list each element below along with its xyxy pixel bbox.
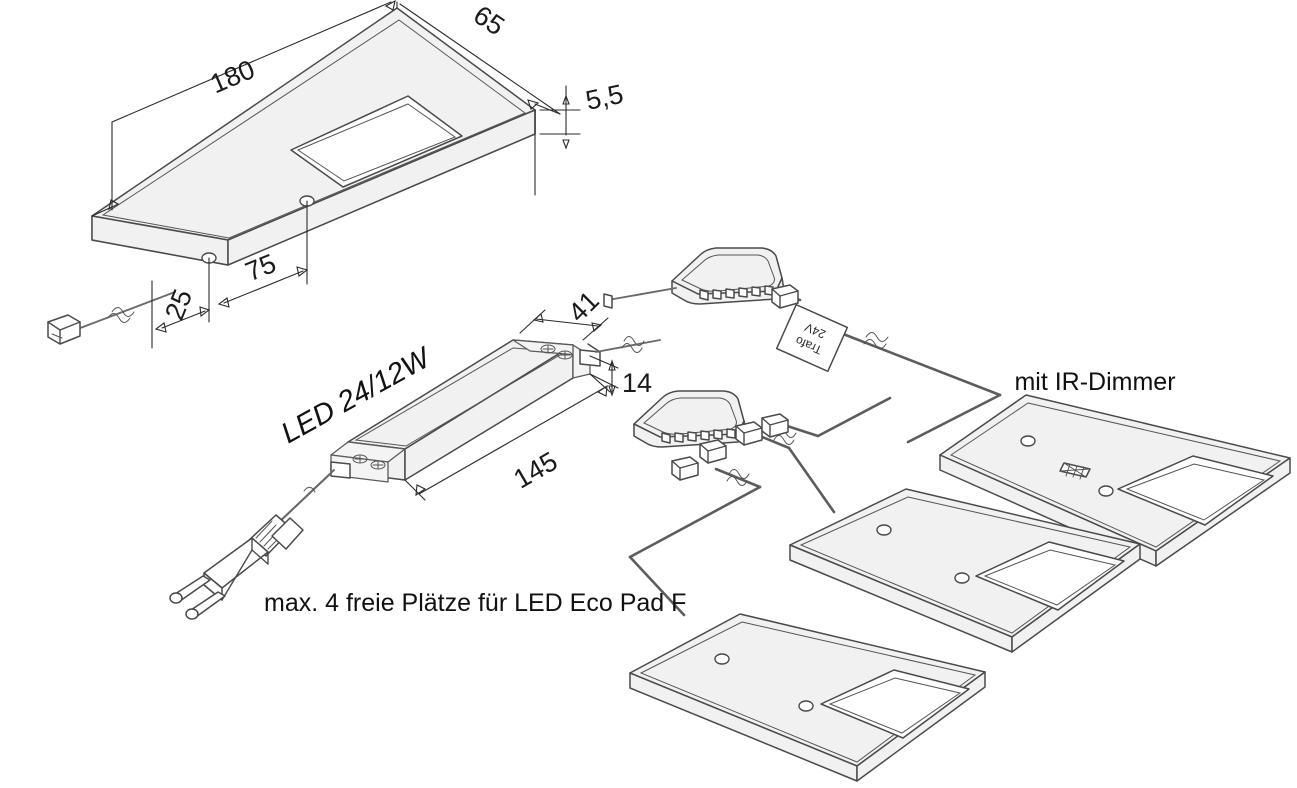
cable-lower-to-middle-lamp xyxy=(753,428,836,514)
lamp-detail-connector-plug xyxy=(47,314,81,345)
lamp-detail-assembly: 180 65 5,5 xyxy=(47,0,626,349)
trafo-24v-tag: Trafo 24V xyxy=(775,303,849,373)
mains-cable xyxy=(273,469,335,528)
lamp-bottom-mounting-hole-1 xyxy=(714,653,730,665)
dimension-5-5-label: 5,5 xyxy=(583,79,626,116)
dimension-25-label: 25 xyxy=(159,285,198,324)
led-driver-output-cable xyxy=(595,336,661,353)
lamp-ir-mounting-hole-1 xyxy=(1020,435,1036,447)
cable-network xyxy=(628,294,1002,617)
led-driver-output-socket xyxy=(579,343,601,367)
lamp-detail-body xyxy=(91,7,536,266)
lamp-bottom xyxy=(629,613,986,782)
led-driver-mains-socket xyxy=(330,461,351,479)
dimension-25: 25 xyxy=(151,280,211,349)
lamp-detail-cable xyxy=(74,291,176,331)
connector-lower-box-branch-2 xyxy=(699,439,727,464)
ir-sensor-strip xyxy=(1059,462,1091,480)
dimension-145-label: 145 xyxy=(508,446,562,495)
cable-lower-box-third-branch xyxy=(779,396,892,438)
lamp-middle-light-window xyxy=(975,541,1125,611)
distribution-box-upper-ports xyxy=(699,285,774,301)
cable-lower-to-bottom-lamp xyxy=(628,467,762,617)
ir-dimmer-note: mit IR-Dimmer xyxy=(1014,368,1175,396)
dimension-41: 41 xyxy=(519,285,609,341)
euro-mains-plug xyxy=(169,514,304,620)
free-slots-caption: max. 4 freie Plätze für LED Eco Pad F xyxy=(264,589,686,617)
dimension-5-5: 5,5 xyxy=(539,79,626,150)
dimension-14: 14 xyxy=(589,355,652,398)
lamp-ir-mounting-hole-2 xyxy=(1098,485,1114,497)
connector-lower-box-input xyxy=(761,413,789,438)
lamp-middle xyxy=(789,488,1141,653)
lamp-detail-light-window xyxy=(290,95,463,188)
connector-lower-box-branch-1 xyxy=(735,421,763,446)
dimension-65-label: 65 xyxy=(468,0,510,41)
distribution-box-lower xyxy=(633,390,747,448)
distribution-box-lower-ports xyxy=(661,428,736,444)
lamp-ir-light-window xyxy=(1117,455,1274,526)
connector-upper-box-output xyxy=(771,284,799,309)
lamp-middle-mounting-hole-1 xyxy=(876,524,892,536)
dimension-14-label: 14 xyxy=(622,368,652,398)
connector-lower-box-branch-3 xyxy=(671,456,699,481)
lamp-middle-mounting-hole-2 xyxy=(954,572,970,584)
led-driver-assembly: LED 24/12W 41 14 xyxy=(169,285,661,620)
distribution-box-upper xyxy=(603,247,785,309)
lamp-bottom-light-window xyxy=(820,669,970,739)
dimension-41-label: 41 xyxy=(562,285,604,327)
dimension-180-label: 180 xyxy=(206,54,259,99)
lamp-bottom-mounting-hole-2 xyxy=(798,700,814,712)
